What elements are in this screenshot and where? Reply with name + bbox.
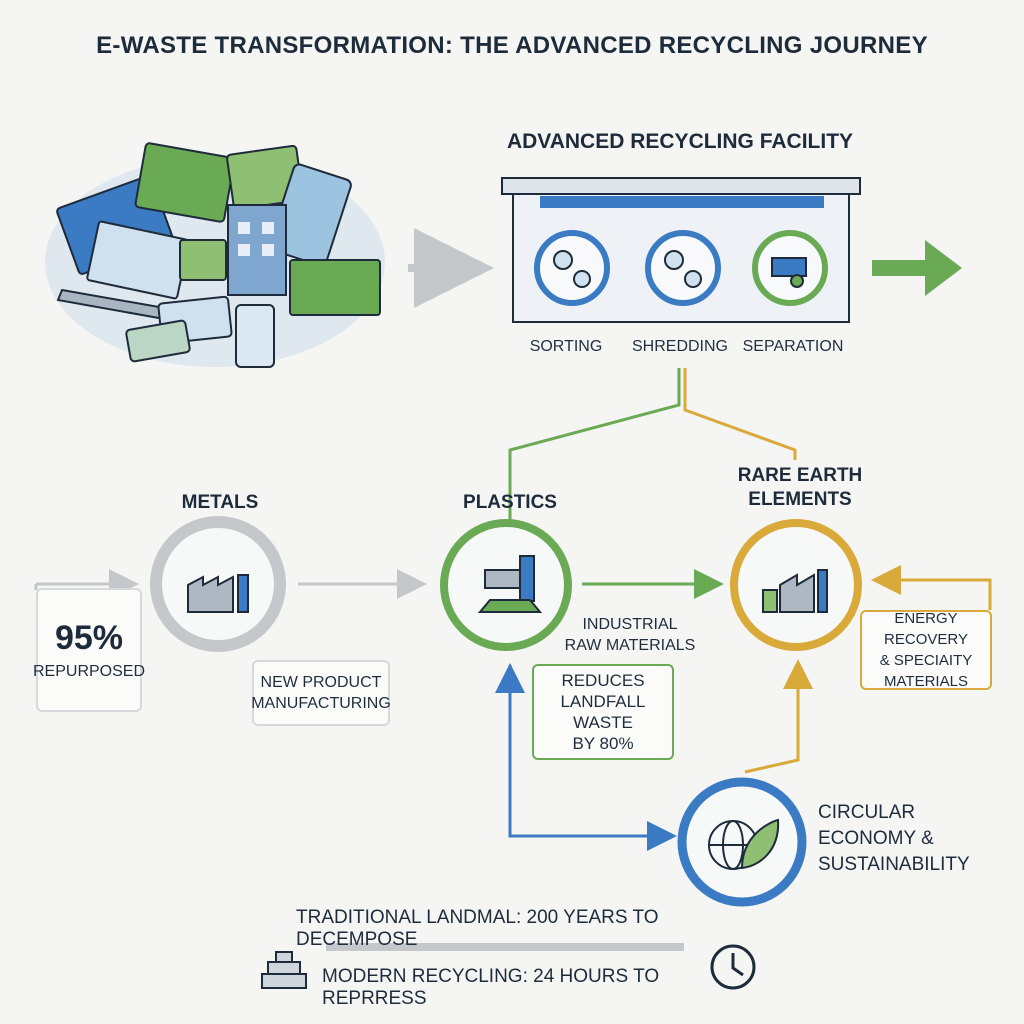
machine-icon — [771, 257, 807, 288]
line-to-plastics — [508, 368, 681, 520]
reduces-text: REDUCES LANDFALL WASTE BY 80% — [560, 671, 646, 753]
gears-icon — [553, 250, 702, 288]
bricks-icon — [261, 951, 307, 989]
reduces-box: REDUCES LANDFALL WASTE BY 80% — [532, 664, 674, 760]
line-to-rare-earth — [683, 368, 797, 460]
ewaste-pile-illustration — [45, 142, 385, 368]
arrow-circular-rare — [744, 659, 813, 774]
page-title: E-WASTE TRANSFORMATION: THE ADVANCED REC… — [96, 32, 928, 59]
repurposed-label: REPURPOSED — [32, 662, 146, 680]
facility-building — [501, 177, 861, 323]
traditional-landfill-text: TRADITIONAL LANDMAL: 200 YEARS TO DECEMP… — [296, 907, 659, 950]
facility-title: ADVANCED RECYCLING FACILITY — [506, 130, 854, 153]
industrial-machine-icon — [477, 555, 543, 613]
new-product-box: NEW PRODUCT MANUFACTURING — [251, 660, 391, 726]
step-separation-label: SEPARATION — [742, 338, 844, 355]
new-product-text: NEW PRODUCT MANUFACTURING — [251, 674, 391, 712]
modern-recycling-text: MODERN RECYCLING: 24 HOURS TO REPRRESS — [322, 966, 660, 1009]
industrial-raw-text: INDUSTRIAL RAW MATERIALS — [564, 616, 696, 654]
repurposed-value: 95% — [54, 618, 124, 657]
circular-economy-label: CIRCULAR ECONOMY & SUSTAINABILITY — [818, 802, 970, 875]
step-shredding-label: SHREDDING — [631, 338, 728, 355]
metals-label: METALS — [181, 492, 259, 513]
factory-icon — [187, 574, 249, 613]
step-sorting-label: SORTING — [529, 338, 603, 355]
timeline-bar — [326, 943, 684, 951]
rare-earth-label: RARE EARTH ELEMENTS — [737, 465, 863, 510]
factory-icon — [762, 569, 828, 613]
energy-box: ENERGY RECOVERY & SPECIAITY MATERIALS — [860, 610, 992, 690]
energy-text: ENERGY RECOVERY & SPECIAITY MATERIALS — [879, 610, 973, 690]
clock-icon — [710, 944, 756, 990]
plastics-label: PLASTICS — [463, 492, 557, 513]
arrow-out-head — [925, 240, 962, 296]
globe-leaf-icon — [708, 818, 780, 870]
arrow-into-rare — [871, 565, 992, 610]
repurposed-box: 95% REPURPOSED — [32, 588, 146, 712]
